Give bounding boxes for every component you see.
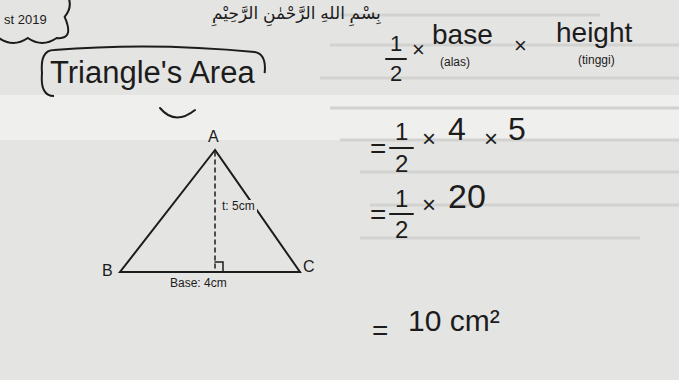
formula-word: base xyxy=(432,20,493,51)
times-sign: × xyxy=(422,126,436,152)
cloud-outline xyxy=(0,0,70,43)
equals-sign: = xyxy=(370,200,386,231)
title-underline-curve xyxy=(160,108,195,118)
fraction-denominator: 2 xyxy=(395,151,408,177)
title-bracket xyxy=(42,46,265,96)
vertex-label: C xyxy=(303,258,315,276)
fraction-numerator: 1 xyxy=(395,186,408,212)
fraction-denominator: 2 xyxy=(390,62,402,86)
date-text: st 2019 xyxy=(4,13,47,27)
translation-note: (tinggi) xyxy=(578,54,615,67)
fraction-numerator: 1 xyxy=(390,32,402,56)
triangle-outline xyxy=(120,150,300,272)
result-value: 10 cm² xyxy=(408,304,500,337)
translation-note: (alas) xyxy=(440,56,470,69)
fraction-denominator: 2 xyxy=(395,217,408,243)
date-cloud: st 2019 xyxy=(0,0,69,42)
equals-sign: = xyxy=(370,134,386,165)
times-sign: × xyxy=(514,34,527,58)
formula-number: 5 xyxy=(508,112,526,147)
fraction-bar xyxy=(390,147,413,149)
times-sign: × xyxy=(484,126,498,152)
triangle-figure xyxy=(120,108,300,272)
formula-number: 20 xyxy=(448,178,486,215)
fraction-bars xyxy=(386,59,413,214)
height-dimension: t: 5cm xyxy=(220,200,257,213)
faded-writing xyxy=(320,15,679,238)
vertex-label: B xyxy=(102,262,113,280)
vertex-label: A xyxy=(208,128,219,146)
title-text: Triangle's Area xyxy=(50,56,255,90)
times-sign: × xyxy=(412,38,425,62)
times-sign: × xyxy=(422,192,436,218)
fraction-numerator: 1 xyxy=(395,119,408,145)
basmala-text: بِسْمِ اللهِ الرَّحْمٰنِ الرَّحِيْمِ xyxy=(212,5,381,24)
formula-word: height xyxy=(556,18,632,49)
base-dimension: Base: 4cm xyxy=(168,277,229,290)
fraction-bar xyxy=(390,213,413,215)
height-line xyxy=(214,152,216,270)
equals-sign: = xyxy=(372,316,388,347)
formula-number: 4 xyxy=(448,112,466,147)
fraction-bar xyxy=(386,58,406,60)
title-cloud-outline xyxy=(42,46,265,96)
light-glare xyxy=(0,95,679,140)
right-angle-mark xyxy=(215,262,223,272)
